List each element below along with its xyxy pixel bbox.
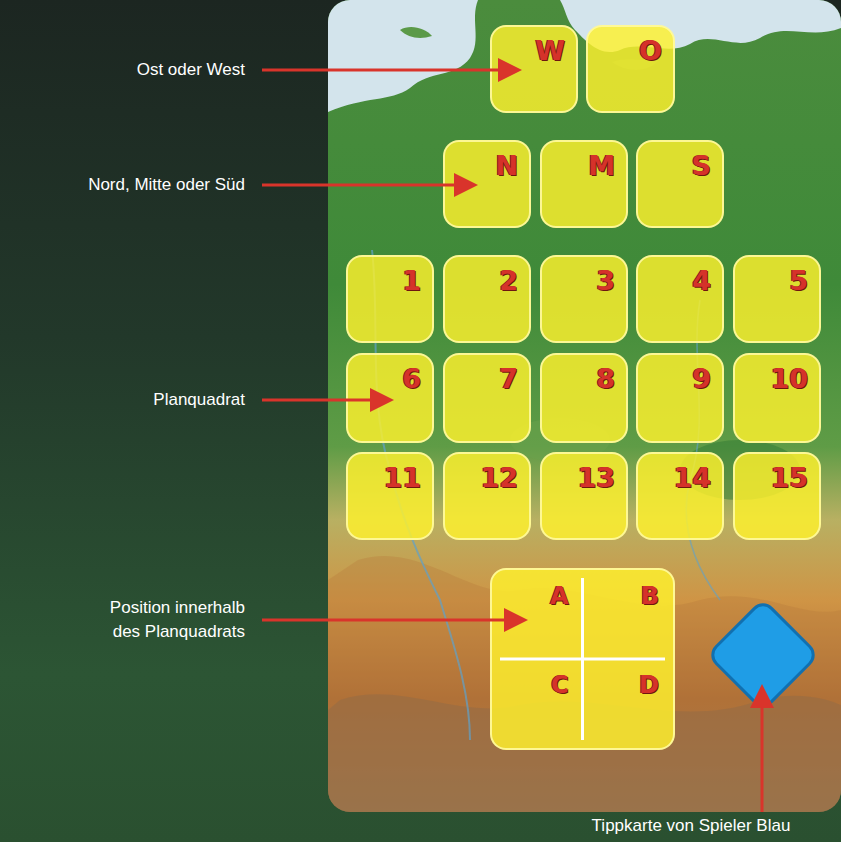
tile-letter: 6 xyxy=(348,355,432,395)
tile-letter: S xyxy=(638,142,722,182)
tile-letter: 9 xyxy=(638,355,722,395)
tile-letter: O xyxy=(588,27,673,67)
grid-tile: 2 xyxy=(443,255,531,343)
grid-tile: 10 xyxy=(733,353,821,443)
tile-letter: 10 xyxy=(735,355,819,395)
callout-label: Nord, Mitte oder Süd xyxy=(15,173,245,197)
leader-arrow xyxy=(262,184,472,187)
grid-tile: 11 xyxy=(346,452,434,540)
leader-arrow xyxy=(262,399,388,402)
grid-tile: M xyxy=(540,140,628,228)
grid-tile: 12 xyxy=(443,452,531,540)
grid-tile: 4 xyxy=(636,255,724,343)
tile-letter: D xyxy=(583,659,674,748)
grid-tile: 6 xyxy=(346,353,434,443)
tile-letter: 14 xyxy=(638,454,722,494)
tile-letter: 1 xyxy=(348,257,432,297)
tile-letter: B xyxy=(583,570,674,659)
callout-label: Planquadrat xyxy=(15,388,245,412)
tile-letter: 4 xyxy=(638,257,722,297)
tile-letter: C xyxy=(492,659,583,748)
grid-tile: 9 xyxy=(636,353,724,443)
tile-letter: 11 xyxy=(348,454,432,494)
tile-letter: 2 xyxy=(445,257,529,297)
tile-letter: 7 xyxy=(445,355,529,395)
grid-tile: 15 xyxy=(733,452,821,540)
callout-label: Tippkarte von Spieler Blau xyxy=(548,814,834,838)
grid-tile: 7 xyxy=(443,353,531,443)
tile-letter: N xyxy=(445,142,529,182)
grid-tile: 1 xyxy=(346,255,434,343)
callout-label: Position innerhalb des Planquadrats xyxy=(85,596,245,644)
leader-arrow xyxy=(761,690,764,812)
grid-tile: 8 xyxy=(540,353,628,443)
tile-letter: 3 xyxy=(542,257,626,297)
position-tile: ABCD xyxy=(490,568,675,750)
leader-arrow xyxy=(262,69,516,72)
tile-letter: 15 xyxy=(735,454,819,494)
tile-letter: M xyxy=(542,142,626,182)
grid-tile: 14 xyxy=(636,452,724,540)
callout-label: Ost oder West xyxy=(15,58,245,82)
leader-arrow xyxy=(262,619,522,622)
cross-line xyxy=(500,658,665,661)
grid-tile: 5 xyxy=(733,255,821,343)
grid-tile: S xyxy=(636,140,724,228)
tile-letter: 12 xyxy=(445,454,529,494)
grid-tile: 13 xyxy=(540,452,628,540)
tile-letter: W xyxy=(492,27,576,67)
tile-letter: 8 xyxy=(542,355,626,395)
tile-letter: A xyxy=(492,570,583,659)
tile-letter: 5 xyxy=(735,257,819,297)
grid-tile: 3 xyxy=(540,255,628,343)
grid-tile: O xyxy=(586,25,675,113)
tile-letter: 13 xyxy=(542,454,626,494)
